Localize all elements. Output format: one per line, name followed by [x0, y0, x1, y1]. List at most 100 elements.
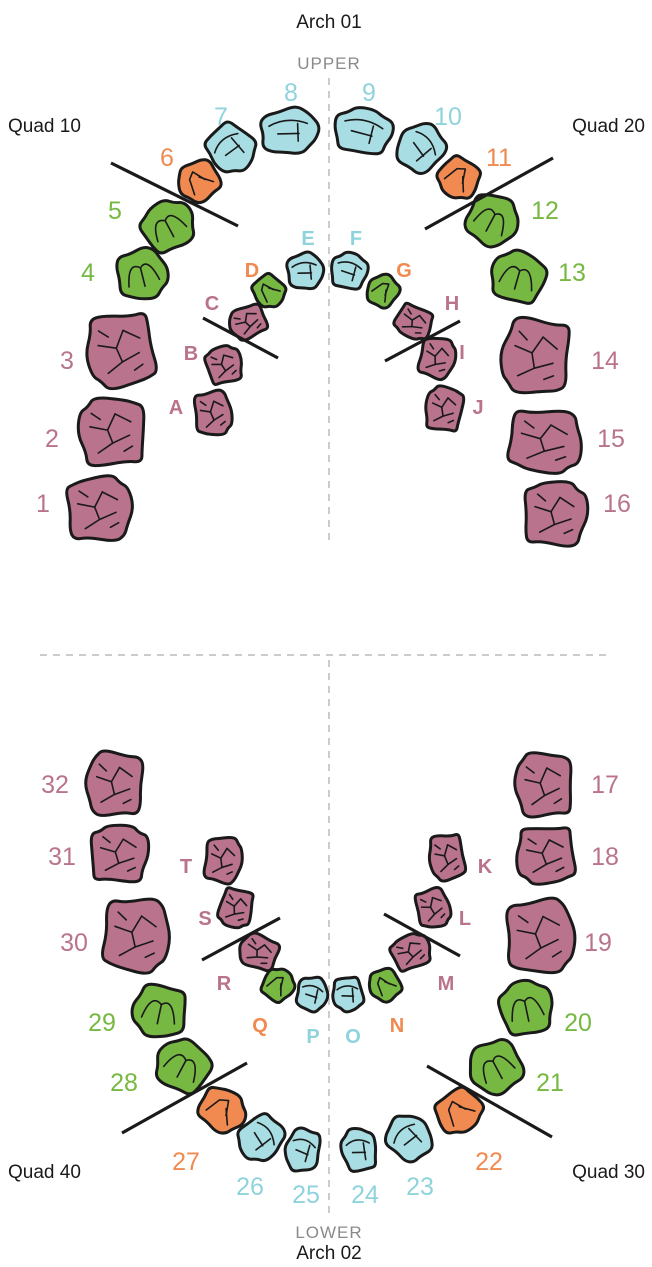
tooth-crown-shape	[101, 896, 172, 975]
primary-tooth-label-T: T	[180, 856, 192, 878]
tooth-1[interactable]	[66, 474, 134, 542]
tooth-16[interactable]	[523, 480, 590, 547]
tooth-crown-shape	[203, 342, 247, 386]
tooth-label-16: 16	[603, 490, 631, 518]
primary-tooth-label-A: A	[169, 397, 183, 419]
primary-tooth-L[interactable]	[412, 885, 454, 931]
tooth-29[interactable]	[127, 981, 191, 1043]
primary-tooth-label-G: G	[396, 260, 412, 282]
quad-40-label: Quad 40	[8, 1162, 81, 1183]
tooth-label-19: 19	[584, 929, 612, 957]
primary-tooth-M[interactable]	[387, 929, 436, 974]
tooth-32[interactable]	[84, 750, 144, 817]
tooth-label-11: 11	[486, 144, 512, 172]
tooth-24[interactable]	[337, 1125, 380, 1174]
primary-tooth-label-Q: Q	[252, 1015, 268, 1037]
tooth-label-32: 32	[41, 771, 69, 799]
tooth-14[interactable]	[496, 315, 573, 399]
tooth-label-6: 6	[160, 144, 174, 172]
primary-tooth-F[interactable]	[328, 250, 370, 291]
tooth-17[interactable]	[513, 751, 573, 818]
tooth-label-31: 31	[48, 843, 76, 871]
quad-10-label: Quad 10	[8, 116, 81, 137]
primary-tooth-B[interactable]	[203, 342, 247, 386]
tooth-crown-shape	[337, 1125, 380, 1174]
tooth-2[interactable]	[76, 395, 147, 467]
primary-tooth-E[interactable]	[285, 250, 327, 293]
tooth-22[interactable]	[429, 1082, 491, 1142]
tooth-20[interactable]	[495, 975, 558, 1038]
primary-tooth-label-H: H	[445, 293, 459, 315]
primary-tooth-R[interactable]	[234, 929, 282, 974]
tooth-crown-shape	[523, 480, 590, 547]
primary-tooth-label-J: J	[472, 397, 483, 419]
arch-upper-label: Arch 01	[296, 12, 361, 33]
primary-tooth-T[interactable]	[202, 834, 245, 885]
tooth-19[interactable]	[505, 897, 578, 976]
primary-tooth-label-D: D	[245, 260, 259, 282]
tooth-crown-shape	[66, 474, 134, 542]
tooth-label-18: 18	[591, 843, 619, 871]
tooth-label-12: 12	[531, 197, 559, 225]
tooth-label-9: 9	[362, 79, 376, 107]
primary-tooth-label-M: M	[438, 973, 455, 995]
tooth-23[interactable]	[378, 1106, 442, 1169]
tooth-label-22: 22	[475, 1148, 503, 1176]
primary-tooth-label-P: P	[306, 1026, 319, 1048]
tooth-15[interactable]	[507, 408, 584, 475]
tooth-crown-shape	[423, 384, 466, 432]
tooth-label-15: 15	[597, 425, 625, 453]
tooth-9[interactable]	[332, 104, 396, 156]
tooth-crown-shape	[258, 104, 321, 158]
tooth-crown-shape	[505, 897, 578, 976]
quad-20-label: Quad 20	[572, 116, 645, 137]
tooth-3[interactable]	[82, 311, 158, 392]
tooth-8[interactable]	[258, 104, 321, 158]
tooth-label-10: 10	[434, 103, 462, 131]
tooth-crown-shape	[90, 824, 149, 882]
tooth-label-17: 17	[591, 771, 619, 799]
tooth-label-5: 5	[108, 197, 122, 225]
primary-tooth-label-L: L	[459, 908, 471, 930]
tooth-30[interactable]	[101, 896, 172, 975]
primary-tooth-label-I: I	[459, 342, 465, 364]
tooth-crown-shape	[82, 311, 158, 392]
tooth-crown-shape	[192, 389, 234, 438]
tooth-crown-shape	[387, 929, 436, 974]
tooth-crown-shape	[426, 833, 467, 883]
tooth-label-25: 25	[292, 1181, 320, 1209]
tooth-13[interactable]	[485, 244, 551, 307]
tooth-label-24: 24	[351, 1181, 379, 1209]
tooth-label-21: 21	[536, 1069, 564, 1097]
tooth-crown-shape	[332, 104, 396, 156]
tooth-25[interactable]	[281, 1125, 323, 1175]
tooth-crown-shape	[202, 834, 245, 885]
tooth-label-29: 29	[88, 1009, 116, 1037]
primary-tooth-label-K: K	[478, 856, 493, 878]
primary-tooth-label-E: E	[301, 228, 314, 250]
primary-tooth-J[interactable]	[423, 384, 466, 432]
tooth-crown-shape	[281, 1125, 323, 1175]
primary-tooth-label-S: S	[198, 908, 211, 930]
tooth-crown-shape	[412, 885, 454, 931]
primary-tooth-P[interactable]	[295, 975, 330, 1014]
tooth-label-30: 30	[60, 929, 88, 957]
tooth-crown-shape	[496, 315, 573, 399]
tooth-label-20: 20	[564, 1009, 592, 1037]
tooth-crown-shape	[513, 751, 573, 818]
tooth-31[interactable]	[90, 824, 149, 882]
tooth-18[interactable]	[516, 827, 576, 885]
primary-tooth-O[interactable]	[330, 976, 365, 1014]
tooth-label-14: 14	[591, 347, 619, 375]
primary-tooth-S[interactable]	[215, 886, 256, 931]
tooth-label-7: 7	[214, 103, 228, 131]
arch-lower-label: Arch 02	[296, 1243, 361, 1264]
primary-tooth-label-O: O	[345, 1026, 361, 1048]
primary-tooth-K[interactable]	[426, 833, 467, 883]
tooth-crown-shape	[516, 827, 576, 885]
primary-tooth-label-F: F	[350, 228, 362, 250]
primary-tooth-A[interactable]	[192, 389, 234, 438]
tooth-label-27: 27	[172, 1148, 200, 1176]
tooth-crown-shape	[429, 1082, 491, 1142]
